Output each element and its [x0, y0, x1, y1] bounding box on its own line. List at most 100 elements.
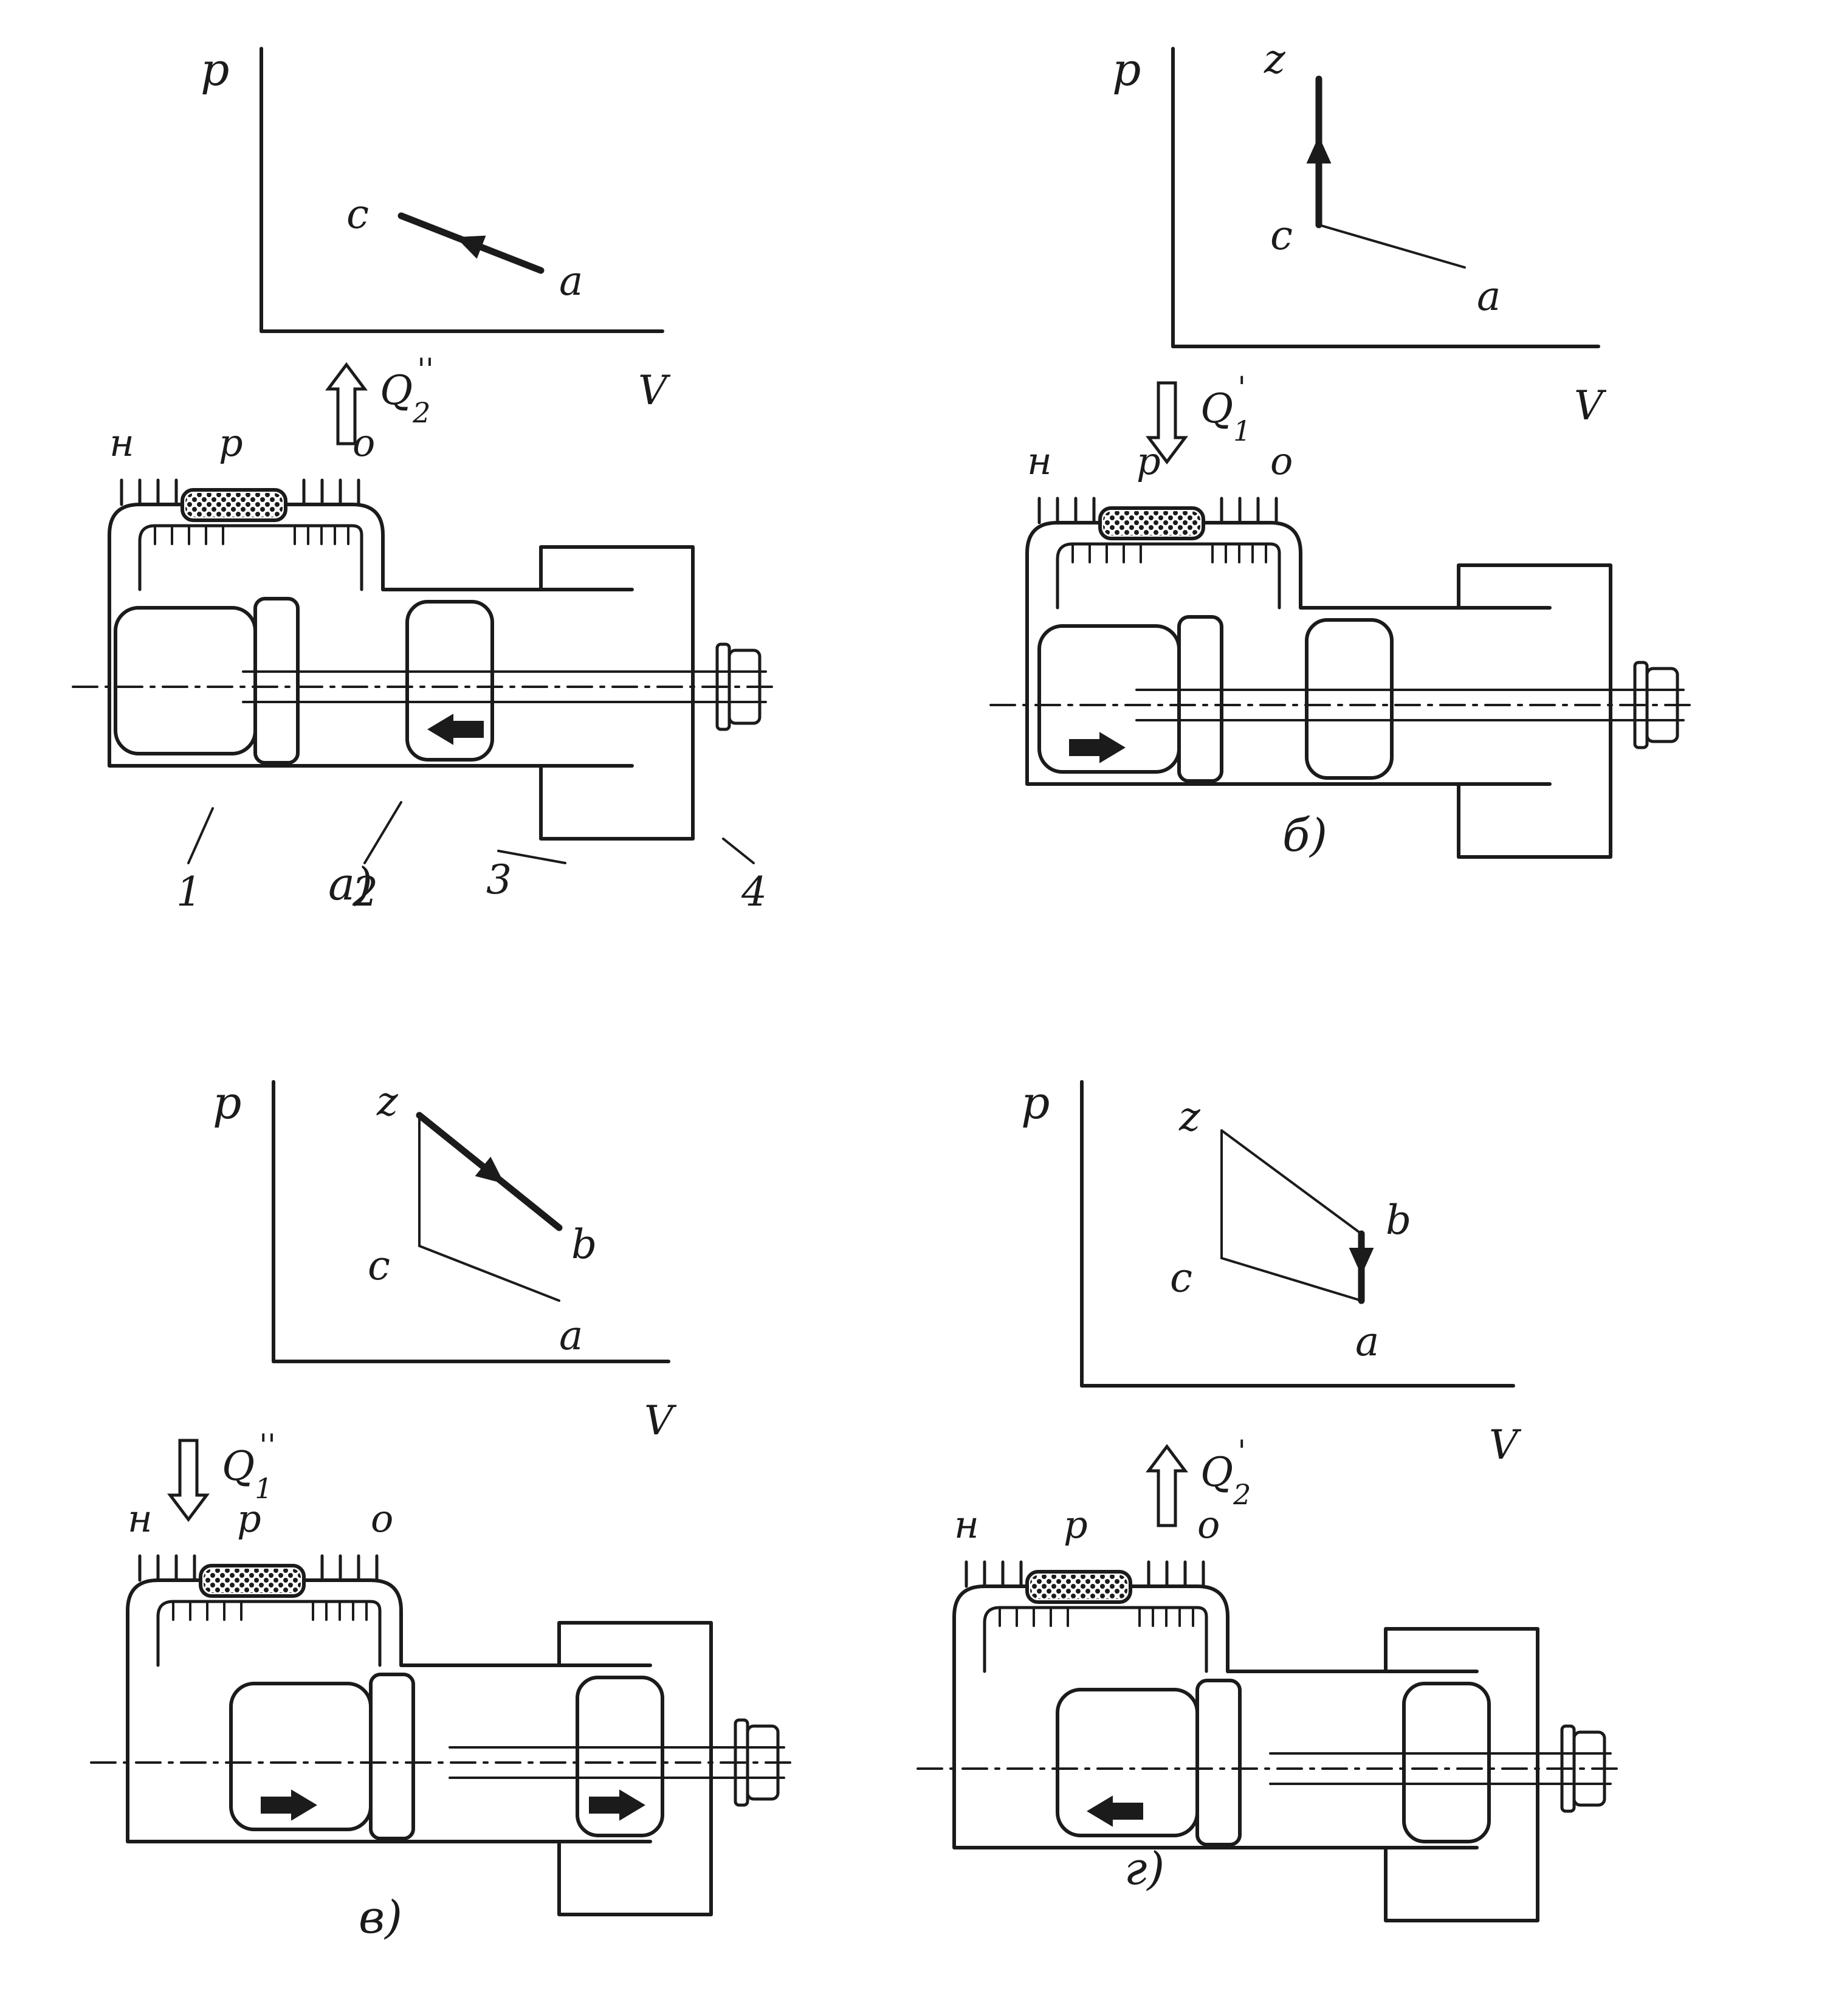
zone-label-hot: н — [128, 1496, 153, 1541]
point-label-z: z — [1178, 1093, 1201, 1140]
point-label-b: b — [571, 1221, 597, 1268]
zone-label-regen: р — [1064, 1502, 1088, 1547]
hot-exchanger-wall — [108, 503, 184, 676]
regenerator-mesh — [185, 493, 283, 517]
point-label-c: c — [346, 191, 369, 238]
inner-channel — [138, 524, 363, 591]
cold-exchanger-wall — [284, 503, 634, 591]
cylinder-bottom-wall — [108, 673, 634, 768]
seal-nut — [746, 1724, 780, 1801]
point-label-z: z — [376, 1078, 399, 1125]
regenerator — [1025, 1570, 1132, 1604]
cylinder-bottom-wall — [1025, 691, 1552, 786]
point-label-z: z — [1264, 36, 1286, 83]
inner-channel — [1056, 542, 1281, 610]
leader-4 — [722, 838, 755, 864]
buffer-casing — [557, 1621, 713, 1916]
displacer-flange — [253, 597, 300, 765]
caption-a: а) — [328, 858, 373, 910]
regenerator-mesh — [1030, 1575, 1127, 1599]
regenerator — [181, 488, 287, 522]
zone-label-hot: н — [109, 421, 134, 465]
working-piston-2 — [405, 600, 494, 762]
heat-label: Q2'' — [380, 352, 434, 429]
seal-nut — [1645, 667, 1679, 743]
cycle-line-z-b — [1220, 1129, 1363, 1235]
displacer-1 — [114, 606, 257, 755]
p-axis-label: p — [1021, 1077, 1050, 1129]
working-piston-2 — [1402, 1682, 1491, 1843]
v-axis-label: V — [638, 367, 671, 414]
cycle-line-c-a — [1318, 224, 1466, 269]
point-label-a: a — [1355, 1318, 1379, 1365]
piston-motion-arrow — [427, 714, 484, 745]
hot-exchanger-wall — [1025, 521, 1102, 695]
heat-in-arrow — [1146, 381, 1188, 465]
point-label-a: a — [1477, 273, 1501, 320]
working-piston-2 — [1305, 618, 1394, 780]
regenerator — [199, 1564, 306, 1598]
heat-label: Q1' — [1200, 370, 1251, 447]
buffer-casing — [1384, 1627, 1539, 1922]
part-number-4: 4 — [741, 869, 767, 915]
piston-motion-arrow — [261, 1789, 317, 1821]
part-number-3: 3 — [486, 856, 512, 903]
process-arrow — [455, 235, 486, 259]
zone-label-regen: р — [237, 1496, 261, 1541]
engine-schematic-v: н р о Q1'' — [90, 1428, 797, 1916]
heat-in-arrow — [167, 1439, 210, 1522]
hot-exchanger-wall — [126, 1578, 202, 1752]
buffer-casing — [1457, 563, 1612, 859]
part-number-2: 2 — [352, 869, 378, 915]
caption-g: г) — [1124, 1843, 1164, 1895]
process-arrow — [1306, 136, 1332, 163]
heat-out-arrow — [1146, 1443, 1188, 1527]
zone-label-cold: о — [1270, 439, 1293, 483]
cylinder-bottom-wall — [952, 1755, 1479, 1849]
displacer-flange — [1195, 1679, 1242, 1846]
heat-flow: Q2'' — [325, 352, 434, 446]
cold-exchanger-wall — [302, 1578, 652, 1667]
part-number-1: 1 — [176, 869, 202, 915]
cycle-line-c-a — [418, 1245, 560, 1302]
zone-label-regen: р — [219, 421, 243, 465]
process-arrow — [475, 1157, 504, 1184]
point-label-a: a — [559, 258, 583, 304]
working-piston-2 — [576, 1676, 664, 1837]
zone-label-cold: о — [1197, 1502, 1220, 1547]
point-label-c: c — [368, 1242, 390, 1289]
hot-exchanger-wall — [952, 1584, 1029, 1758]
caption-b: б) — [1282, 810, 1327, 862]
process-arrow — [1349, 1248, 1374, 1276]
displacer-flange — [369, 1673, 415, 1840]
zone-label-hot: н — [1027, 439, 1052, 483]
zone-label-cold: о — [371, 1496, 393, 1541]
leader-1 — [187, 807, 214, 864]
point-label-c: c — [1270, 212, 1293, 259]
heat-flow: Q2' — [1146, 1434, 1251, 1527]
piston-motion-arrow — [1087, 1795, 1143, 1827]
cold-exchanger-wall — [1202, 521, 1552, 610]
v-axis-label: V — [1574, 382, 1607, 429]
inner-channel — [983, 1606, 1208, 1673]
cold-exchanger-wall — [1129, 1584, 1479, 1673]
inner-channel — [156, 1600, 382, 1667]
regenerator-mesh — [1103, 511, 1200, 535]
v-axis-label: V — [644, 1397, 677, 1444]
regenerator-mesh — [204, 1569, 301, 1593]
p-axis-label: p — [201, 44, 229, 96]
heat-label: Q1'' — [222, 1428, 276, 1505]
point-label-a: a — [559, 1312, 583, 1359]
cycle-line-c-a — [1220, 1257, 1363, 1302]
cylinder-bottom-wall — [126, 1749, 652, 1843]
seal-nut — [727, 648, 762, 725]
